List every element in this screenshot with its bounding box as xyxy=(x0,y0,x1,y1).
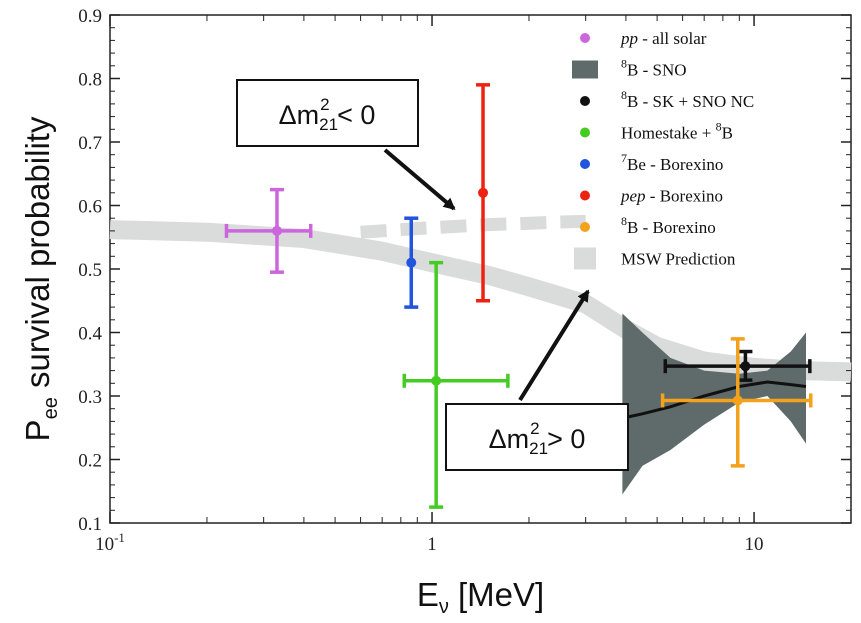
legend-swatch xyxy=(572,60,598,79)
y-tick-label: 0.6 xyxy=(78,197,102,218)
data-marker xyxy=(478,187,489,198)
y-tick-label: 0.8 xyxy=(78,70,102,91)
data-marker xyxy=(740,361,751,372)
data-point-4 xyxy=(404,216,419,309)
legend-marker xyxy=(580,190,590,201)
legend-label: Homestake + 8B xyxy=(621,120,733,143)
legend-entry-0: pp - all solar xyxy=(580,29,707,48)
legend-label: pp - all solar xyxy=(620,29,707,48)
annotation-label: Δm212 < 0 xyxy=(279,95,376,134)
data-point-3 xyxy=(402,260,510,509)
legend-label: 8B - Borexino xyxy=(621,214,716,237)
y-axis-title: Pee survival probability xyxy=(19,116,62,441)
data-point-5 xyxy=(476,83,491,303)
legend-swatch xyxy=(574,247,596,270)
data-marker xyxy=(271,225,282,236)
annotation-pos: Δm212 > 0 xyxy=(445,289,629,471)
legend-marker xyxy=(580,222,590,232)
y-tick-label: 0.1 xyxy=(78,514,102,535)
annotation-box xyxy=(236,79,419,147)
annotation-box xyxy=(445,403,629,471)
annotation-arrow xyxy=(518,289,590,402)
legend-marker xyxy=(580,33,590,43)
annotation-label: Δm212 > 0 xyxy=(489,419,586,458)
legend-entry-1: 8B - SNO xyxy=(572,57,687,80)
annotation-neg: Δm212 < 0 xyxy=(236,79,456,211)
legend-entry-3: Homestake + 8B xyxy=(580,120,733,143)
x-axis-title: Eν [MeV] xyxy=(417,576,544,618)
annotation-arrow xyxy=(383,148,456,211)
legend-marker xyxy=(580,96,590,106)
data-marker xyxy=(732,395,743,406)
data-marker xyxy=(431,375,442,386)
y-tick-label: 0.7 xyxy=(78,133,102,154)
legend-label: 8B - SNO xyxy=(621,57,687,80)
sno-central-line xyxy=(622,380,807,420)
data-point-6 xyxy=(660,337,813,468)
legend-label: 7Be - Borexino xyxy=(621,151,723,174)
legend-marker xyxy=(580,127,590,138)
y-tick-label: 0.2 xyxy=(78,451,102,472)
legend-label: pep - Borexino xyxy=(620,187,723,206)
y-tick-label: 0.4 xyxy=(78,324,102,345)
legend-marker xyxy=(580,159,590,169)
data-point-0 xyxy=(224,187,313,274)
sno-band xyxy=(622,313,806,495)
legend-label: MSW Prediction xyxy=(621,250,736,269)
y-tick-label: 0.5 xyxy=(78,260,102,281)
msw-negative-dashed-curve xyxy=(360,214,586,239)
legend-entry-4: 7Be - Borexino xyxy=(580,151,723,174)
legend-label: 8B - SK + SNO NC xyxy=(621,88,754,111)
x-tick-label: 1 xyxy=(427,534,437,555)
y-tick-label: 0.9 xyxy=(78,6,102,27)
legend-entry-6: 8B - Borexino xyxy=(580,214,716,237)
x-tick-label: 10 xyxy=(745,534,764,555)
legend-entry-7: MSW Prediction xyxy=(574,247,736,270)
legend-entry-2: 8B - SK + SNO NC xyxy=(580,88,754,111)
x-tick-label: 10-1 xyxy=(95,530,125,555)
y-tick-label: 0.3 xyxy=(78,387,102,408)
legend-entry-5: pep - Borexino xyxy=(580,187,723,206)
data-marker xyxy=(406,257,417,268)
